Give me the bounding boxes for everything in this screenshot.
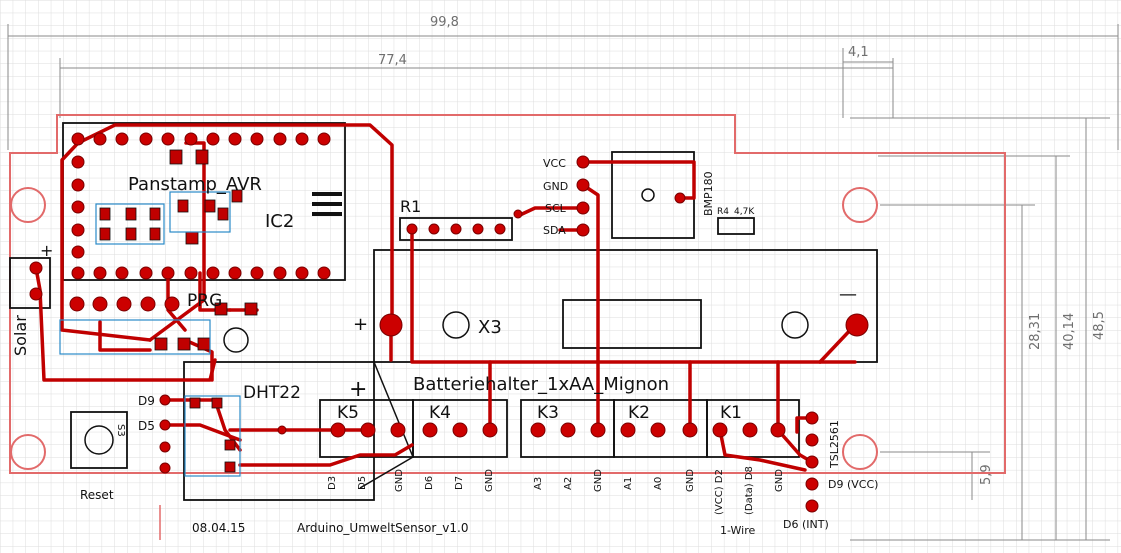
r1-label: R1 <box>400 197 421 216</box>
ic2-mark-2 <box>312 202 342 206</box>
x3-hole-left <box>442 311 470 339</box>
r4-value-label: 4,7K <box>734 207 755 217</box>
k3-pin-1: A3 <box>533 477 544 490</box>
battery-label: Batteriehalter_1xAA_Mignon <box>413 374 669 395</box>
reset-label: Reset <box>80 488 114 502</box>
dim-right-offset: 4,1 <box>848 45 869 60</box>
x3-slanted-lines <box>359 361 414 489</box>
k4-pin-2: D7 <box>454 476 465 490</box>
k1-label: K1 <box>720 403 742 423</box>
ic2-label: IC2 <box>265 211 294 232</box>
reset-button-body <box>84 425 114 455</box>
pads <box>29 132 869 513</box>
date-label: 08.04.15 <box>192 521 245 535</box>
k3-pin-3: GND <box>593 469 604 492</box>
dim-overall-height: 48,5 <box>1092 311 1107 340</box>
k5-pin-1: D3 <box>327 476 338 490</box>
k1-pin-2: (Data) D8 <box>744 466 755 515</box>
x3-plus-sign: + <box>353 314 368 335</box>
x3-minus-sign: — <box>839 284 857 305</box>
panstamp-label: Panstamp_AVR <box>128 174 262 195</box>
k4-pin-1: D6 <box>424 476 435 490</box>
k1-pin-3: GND <box>774 469 785 492</box>
bmp-pin-gnd: GND <box>543 180 568 193</box>
x3-hole-right <box>781 311 809 339</box>
smd-pads <box>99 149 258 473</box>
k3-label: K3 <box>537 403 559 423</box>
s3-label: S3 <box>115 424 126 437</box>
dht-pin-d9: D9 <box>138 394 155 408</box>
k5-label: K5 <box>337 403 359 423</box>
dim-height-2: 40,14 <box>1062 313 1077 350</box>
k2-pin-1: A1 <box>623 477 634 490</box>
k2-pin-3: GND <box>685 469 696 492</box>
project-label: Arduino_UmweltSensor_v1.0 <box>297 521 468 535</box>
dht-pin-d5: D5 <box>138 419 155 433</box>
k5-pin-3: GND <box>394 469 405 492</box>
ic2-mark-1 <box>312 192 342 196</box>
k4-pin-3: GND <box>484 469 495 492</box>
tsl2561-label: TSL2561 <box>828 420 841 469</box>
one-wire-label: 1-Wire <box>720 524 755 537</box>
dht22-label: DHT22 <box>243 383 301 403</box>
tsl-pin-d9: D9 (VCC) <box>828 478 878 491</box>
dim-inner-width: 77,4 <box>378 53 407 68</box>
bmp-pin-sda: SDA <box>543 224 566 237</box>
bmp180-label: BMP180 <box>702 171 715 216</box>
tsl-pin-d6: D6 (INT) <box>783 518 829 531</box>
dimension-lines <box>7 24 1119 541</box>
bmp-sensor-body <box>641 188 655 202</box>
solar-plus-sign: + <box>40 241 53 260</box>
r4-label: R4 <box>717 207 729 217</box>
copper-traces <box>34 123 857 472</box>
board-outline <box>9 114 1006 474</box>
bmp-pin-vcc: VCC <box>543 157 566 170</box>
battery-plus-sign: + <box>349 377 367 402</box>
ic2-mark-3 <box>312 212 342 216</box>
k2-pin-2: A0 <box>653 477 664 490</box>
k2-label: K2 <box>628 403 650 423</box>
k4-label: K4 <box>429 403 451 423</box>
k3-pin-2: A2 <box>563 477 574 490</box>
dim-small-height: 5,9 <box>979 464 994 485</box>
solar-label: Solar <box>11 315 30 356</box>
mounting-holes <box>10 187 878 470</box>
prg-label: PRG <box>187 291 222 311</box>
cap-c4-body <box>223 327 249 353</box>
smd-blue-outlines <box>59 191 241 477</box>
dim-overall-width: 99,8 <box>430 15 459 30</box>
x3-label: X3 <box>478 317 502 338</box>
dim-height-3: 28,31 <box>1028 313 1043 350</box>
bmp-pin-scl: SCL <box>545 202 567 215</box>
k5-pin-2: D5 <box>357 476 368 490</box>
k1-pin-1: (VCC) D2 <box>714 469 725 515</box>
